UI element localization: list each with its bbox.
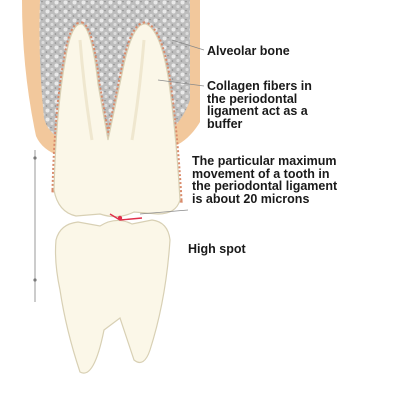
lower-tooth	[56, 220, 171, 373]
tooth-movement-label: The particular maximum movement of a too…	[192, 155, 337, 205]
measurement-tick-bottom	[33, 278, 36, 281]
alveolar-bone-label: Alveolar bone	[207, 45, 290, 58]
measurement-tick-top	[33, 156, 36, 159]
high-spot-label: High spot	[188, 243, 246, 256]
high-spot-marker	[118, 216, 122, 220]
collagen-fibers-label: Collagen fibers in the periodontal ligam…	[207, 80, 312, 130]
